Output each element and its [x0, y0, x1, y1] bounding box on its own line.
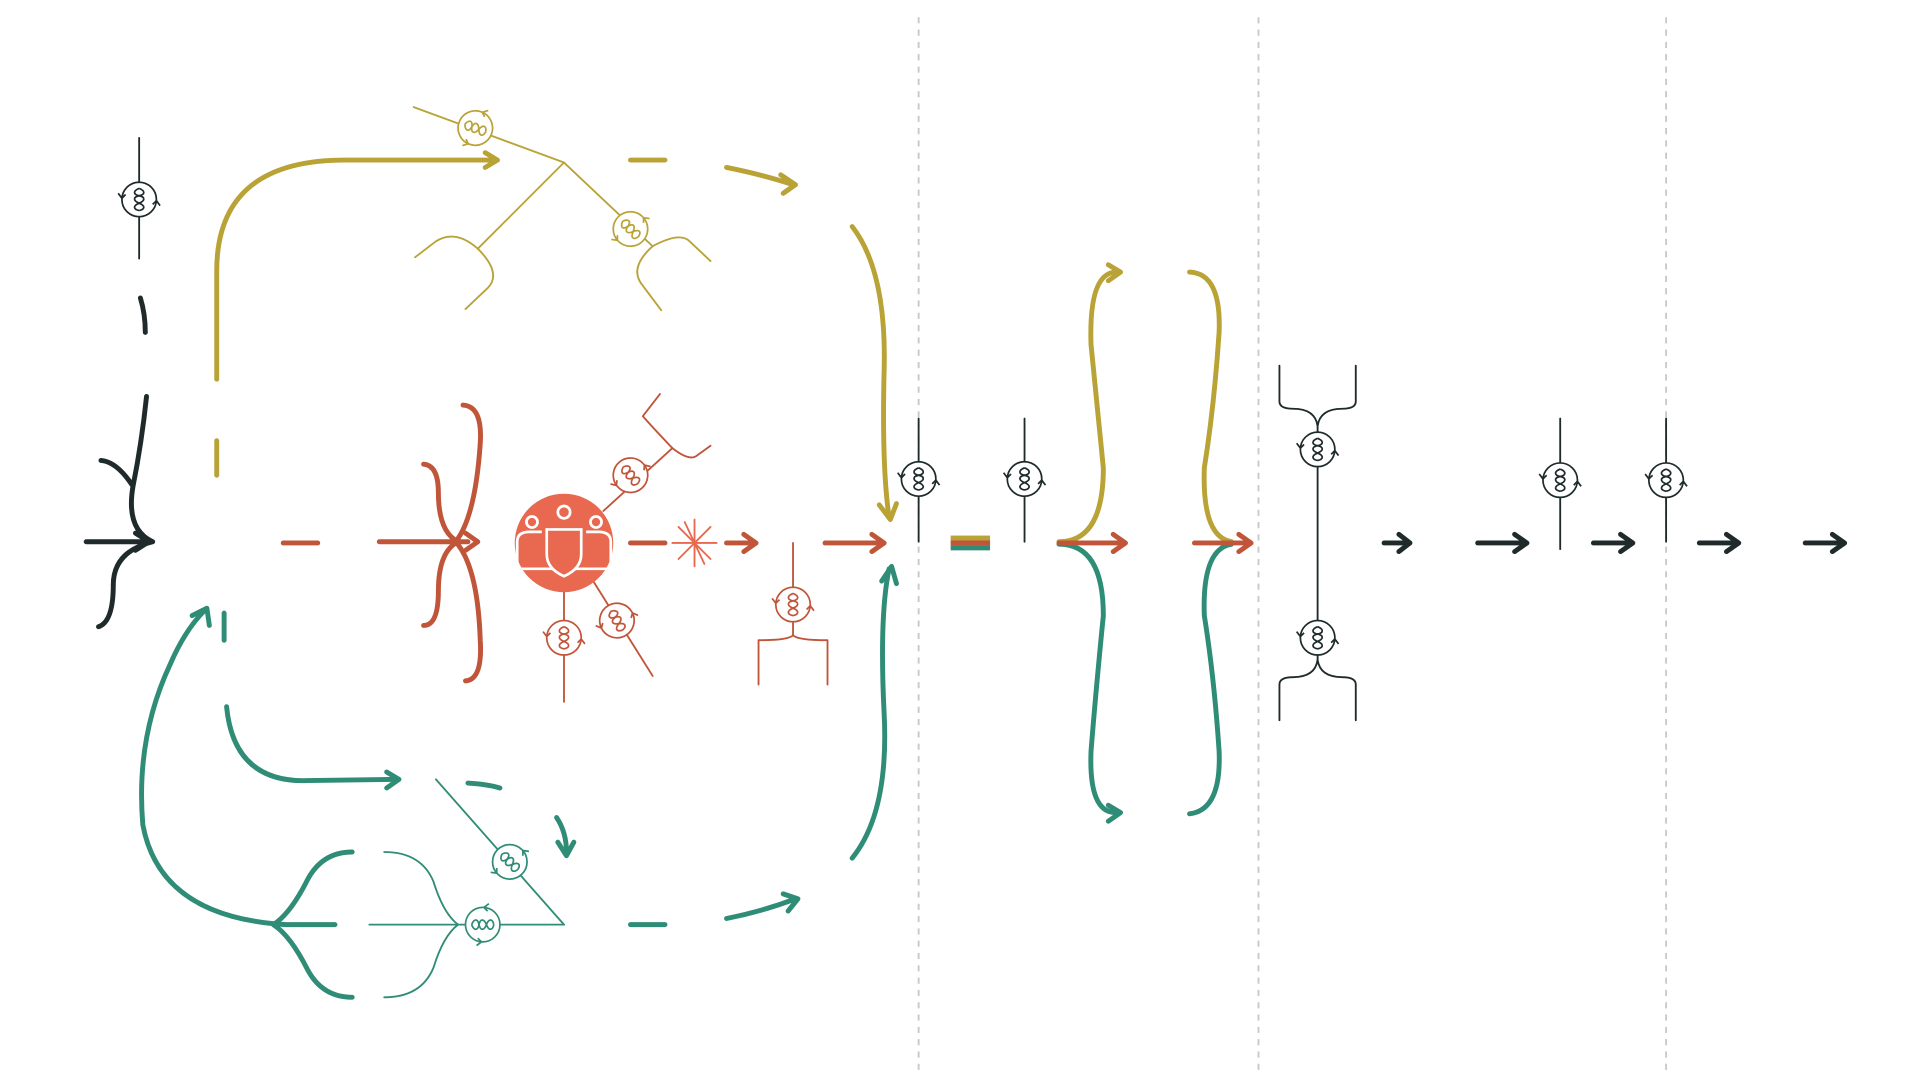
teal-lower-curve	[227, 707, 397, 781]
teal-tree	[369, 779, 564, 997]
team-shield-icon	[512, 494, 615, 592]
merge-cycle-icon-1	[898, 462, 940, 496]
three-color-bar-icon	[951, 536, 990, 551]
gold-main-curve	[217, 160, 493, 379]
connector-cycle-icon-2	[1297, 621, 1339, 655]
final-cycle-icon-1	[1539, 463, 1581, 497]
teal-dash-5	[727, 899, 796, 919]
connector-stage	[1279, 366, 1355, 721]
final-cycle-icon-2	[1645, 463, 1687, 497]
split-gold-left	[1059, 272, 1116, 542]
ink-cycle-icon	[118, 182, 160, 216]
spark-icon	[672, 520, 716, 567]
rust-cycle-icon-3	[543, 621, 585, 655]
split-teal-left	[1059, 544, 1116, 812]
ink-brace	[99, 396, 153, 626]
gold-right-curve	[852, 227, 889, 518]
teal-cycle-icon-2	[465, 904, 499, 946]
merge-cycle-icon-2	[1004, 462, 1046, 496]
teal-right-curve	[852, 569, 889, 858]
gold-cycle-icon-1	[452, 102, 499, 153]
rust-cycle-icon-4	[772, 587, 814, 621]
split-teal-right	[1190, 544, 1232, 814]
stage-dividers	[919, 17, 1666, 1071]
gold-tree	[414, 107, 711, 310]
ink-dash	[140, 298, 145, 332]
split-stage	[1059, 265, 1251, 822]
teal-dash-2	[468, 783, 500, 788]
connector-cycle-icon-1	[1297, 432, 1339, 466]
final-arrows	[1384, 419, 1845, 552]
gold-flow	[217, 107, 897, 519]
teal-flow	[142, 566, 897, 997]
rust-cycle-icon-2	[590, 595, 643, 646]
rust-cycle-icon-1	[603, 449, 657, 502]
split-gold-right	[1190, 272, 1232, 542]
gold-cycle-icon-2	[603, 202, 657, 256]
rust-brace-small	[424, 464, 458, 625]
